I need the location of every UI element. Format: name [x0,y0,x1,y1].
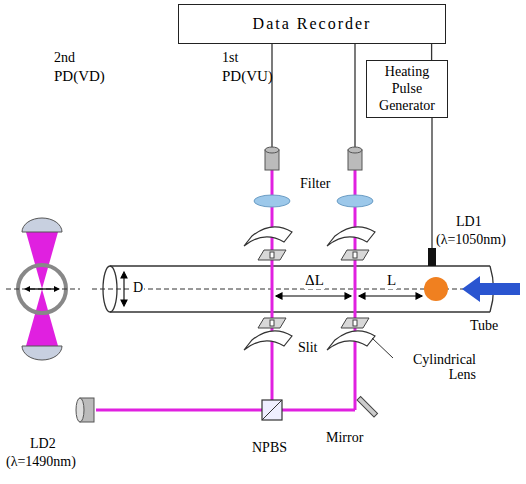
pd-label: 2nd [54,50,75,65]
laser-label: LD2 [30,436,56,451]
laser-label: LD1 [456,214,482,229]
filter-label: Filter [300,176,330,191]
dimension-label: L [386,272,397,289]
dimension-label: ΔL [304,272,325,289]
laser-label: (λ=1490nm) [6,454,76,469]
signal-wire [431,44,432,60]
recorder-box: Data Recorder [178,4,446,44]
pd-label: PD(VU) [222,68,273,85]
pd-label: 1st [222,50,238,65]
box-text: Data Recorder [253,14,372,33]
dimension-label: D [132,280,144,295]
part-label: NPBS [252,440,287,455]
laser-label: (λ=1050nm) [436,232,506,247]
part-label: Slit [298,340,317,355]
part-label: Tube [470,318,498,333]
box-text: Heating Pulse Generator [371,64,443,114]
pd-label: PD(VD) [54,68,105,85]
part-label: Cylindrical Lens [396,352,476,383]
part-label: Mirror [326,430,363,445]
pulse-generator-box: Heating Pulse Generator [366,60,448,118]
